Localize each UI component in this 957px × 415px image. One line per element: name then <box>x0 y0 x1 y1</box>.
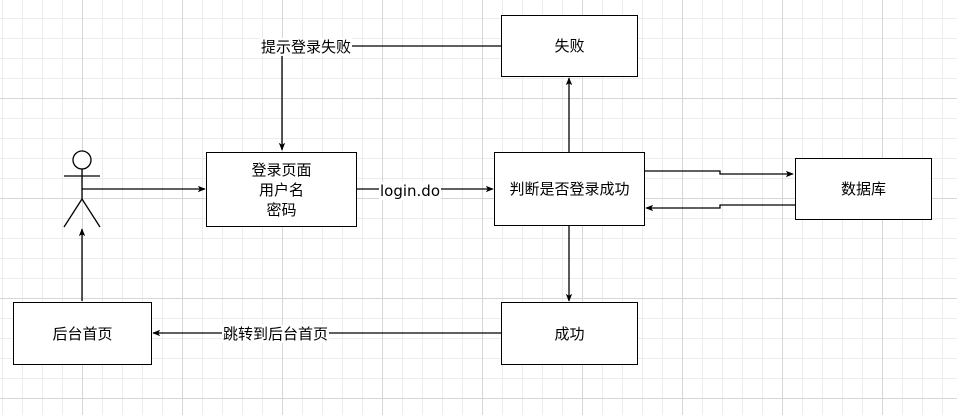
edge-database-to-judge <box>645 204 795 212</box>
success-label: 成功 <box>554 324 585 343</box>
login-page-line-3: 密码 <box>266 200 297 219</box>
database-node[interactable]: 数据库 <box>795 158 932 220</box>
edge-fail-to-login-page <box>278 45 501 151</box>
user-actor-icon <box>63 150 101 228</box>
database-label: 数据库 <box>840 180 886 198</box>
judge-login-label: 判断是否登录成功 <box>509 180 630 198</box>
edge-label-redirect-home: 跳转到后台首页 <box>222 325 330 343</box>
judge-login-node[interactable]: 判断是否登录成功 <box>494 152 645 226</box>
login-page-line-2: 用户名 <box>258 180 304 199</box>
backend-home-node[interactable]: 后台首页 <box>13 302 152 365</box>
fail-label: 失败 <box>554 37 585 55</box>
backend-home-label: 后台首页 <box>52 324 113 343</box>
success-node[interactable]: 成功 <box>501 302 638 365</box>
edge-label-login-do: login.do <box>379 182 442 200</box>
login-page-line-1: 登录页面 <box>251 160 312 179</box>
fail-node[interactable]: 失败 <box>501 15 638 77</box>
edge-label-login-failed: 提示登录失败 <box>260 38 353 56</box>
edge-judge-to-database <box>645 170 794 178</box>
login-page-node[interactable]: 登录页面 用户名 密码 <box>206 152 357 227</box>
